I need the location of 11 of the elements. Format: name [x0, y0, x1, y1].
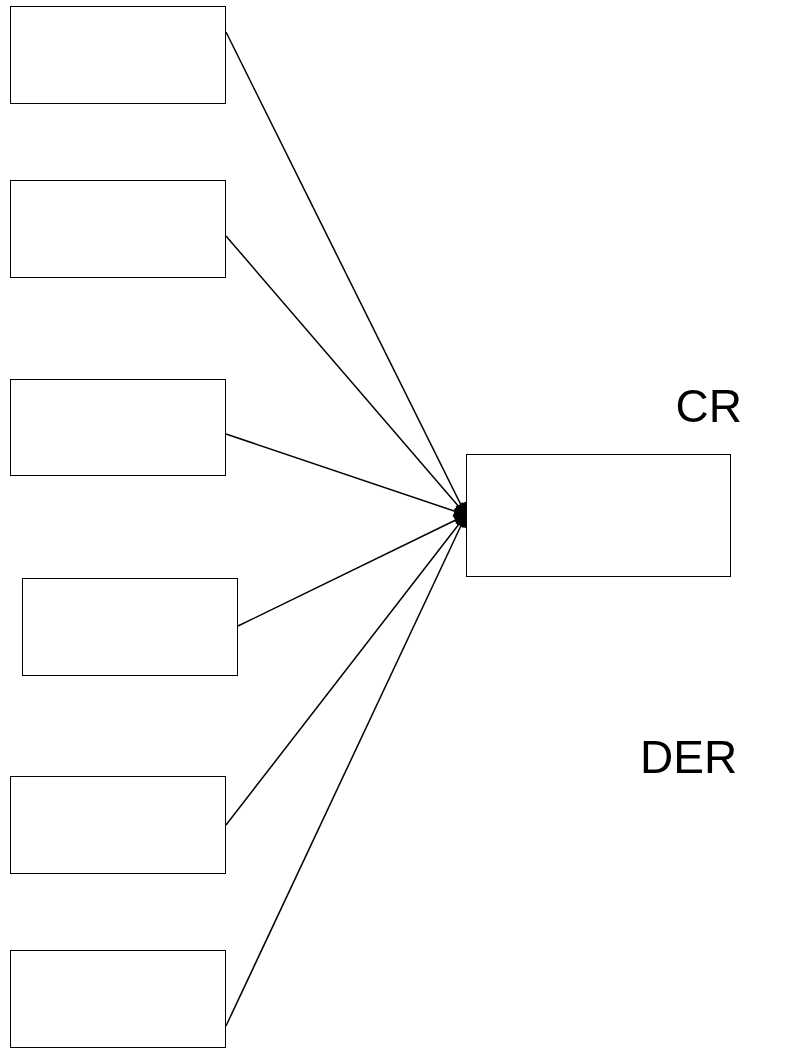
- arrow: [237, 514, 467, 627]
- empty-box: [10, 776, 226, 874]
- arrow: [225, 433, 467, 517]
- empty-box: [10, 379, 226, 476]
- empty-box: [10, 180, 226, 278]
- empty-box: [10, 950, 226, 1048]
- empty-box: [10, 6, 226, 104]
- text-label: DER: [640, 734, 738, 780]
- empty-box: [22, 578, 238, 676]
- arrow: [225, 235, 467, 516]
- box-heading: CR: [675, 383, 742, 429]
